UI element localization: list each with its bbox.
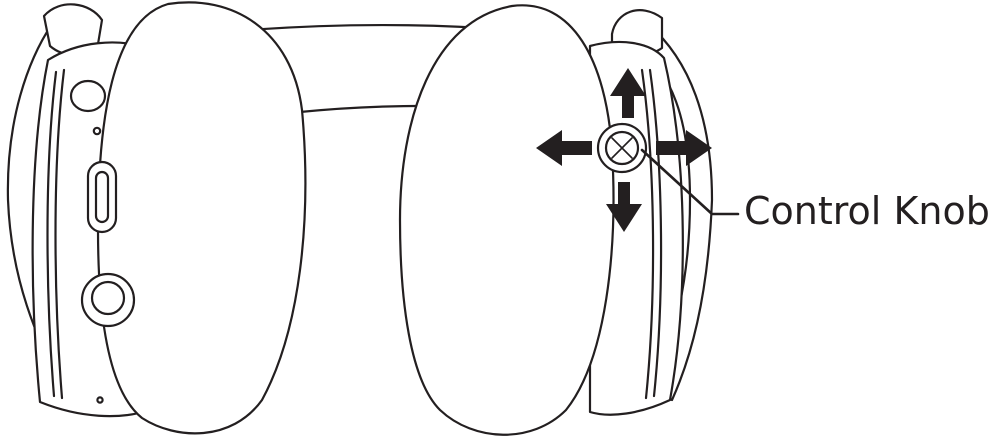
control-knob bbox=[596, 122, 648, 174]
callout-leader-line bbox=[640, 148, 740, 216]
left-button bbox=[69, 79, 107, 113]
arrow-right-icon bbox=[656, 130, 712, 166]
control-knob-label: Control Knob bbox=[744, 189, 990, 233]
left-ear-cushion bbox=[96, 1, 307, 435]
arrow-up-icon bbox=[610, 68, 646, 118]
right-ear-cup bbox=[398, 4, 714, 436]
left-ear-cup bbox=[6, 1, 307, 435]
usb-c-port-inner bbox=[94, 170, 110, 224]
arrow-left-icon bbox=[536, 130, 592, 166]
right-ear-cushion bbox=[398, 4, 615, 436]
led-indicator bbox=[92, 126, 102, 136]
audio-jack-inner bbox=[90, 280, 126, 316]
arrow-down-icon bbox=[606, 182, 642, 232]
microphone-hole bbox=[96, 396, 104, 404]
